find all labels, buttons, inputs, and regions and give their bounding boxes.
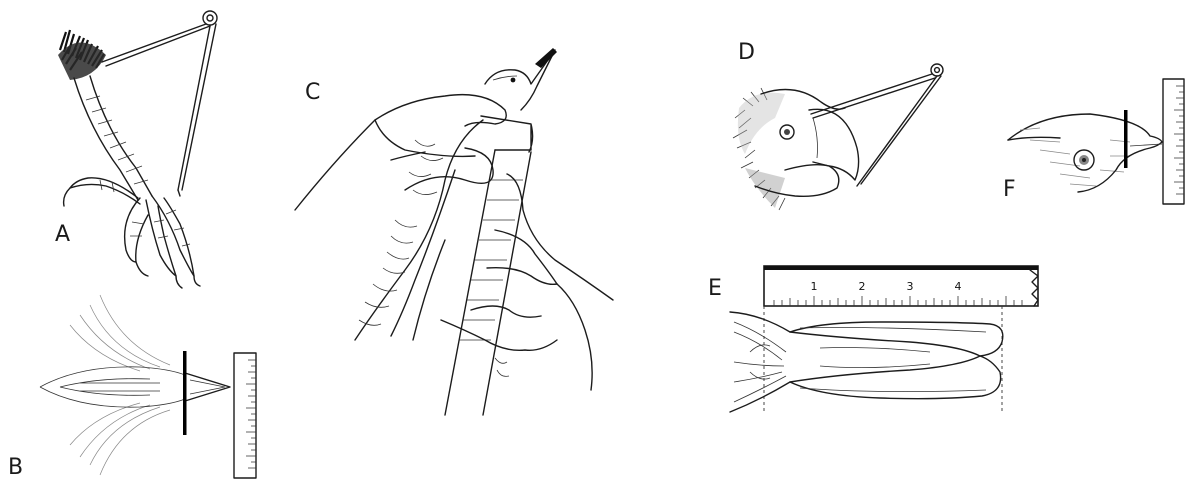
hand-holding-bird-icon [295,40,625,415]
bird-tail-icon: 1 2 3 4 [730,262,1050,422]
bird-head-icon [1000,100,1165,210]
bird-head-icon [725,58,955,218]
bird-leg-icon [40,0,280,290]
panel-e-label: E [708,276,722,301]
ruler-number-3: 3 [907,280,914,293]
leg-feathers-icon [58,30,106,80]
ruler-icon [1162,78,1186,206]
ruler-icon: 1 2 3 4 [764,266,1038,306]
ruler-number-2: 2 [859,280,866,293]
ruler-number-4: 4 [955,280,962,293]
ruler-icon [232,352,260,480]
ruler-number-1: 1 [811,280,818,293]
